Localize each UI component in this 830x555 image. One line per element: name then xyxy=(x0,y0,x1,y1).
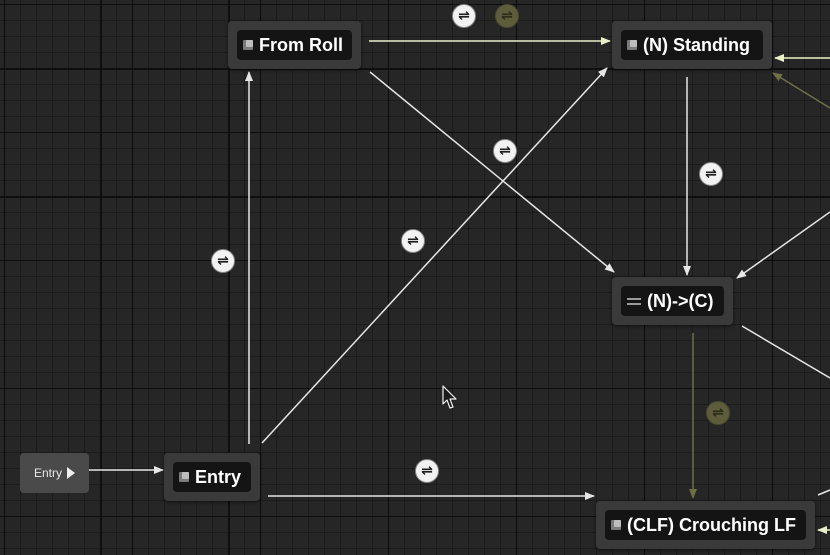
entry-pin-arrow-icon xyxy=(67,467,75,479)
state-icon xyxy=(627,40,637,50)
transition-rule-icon[interactable]: ⇌ xyxy=(415,459,439,483)
transition-rule-icon[interactable]: ⇌ xyxy=(706,401,730,425)
mouse-cursor-icon xyxy=(442,385,457,409)
state-node-label: (N)->(C) xyxy=(647,290,714,311)
state-icon xyxy=(179,472,189,482)
state-node-label: (N) Standing xyxy=(643,34,750,55)
entry-pin[interactable]: Entry xyxy=(20,453,89,493)
conduit-node-n-to-c[interactable]: (N)->(C) xyxy=(612,277,733,325)
state-node-clf-crouching[interactable]: (CLF) Crouching LF xyxy=(596,501,815,549)
state-node-entry[interactable]: Entry xyxy=(164,453,260,501)
transition-rule-icon[interactable]: ⇌ xyxy=(211,249,235,273)
state-node-label: From Roll xyxy=(259,34,343,55)
wire-crouching-to-right xyxy=(817,489,830,496)
transition-rule-icon[interactable]: ⇌ xyxy=(495,4,519,28)
wire-right-olive-to-standing xyxy=(772,72,830,109)
state-node-from-roll[interactable]: From Roll xyxy=(228,21,361,69)
transition-rule-icon[interactable]: ⇌ xyxy=(452,4,476,28)
wire-n-to-c-to-right xyxy=(741,325,830,379)
transition-rule-icon[interactable]: ⇌ xyxy=(401,229,425,253)
conduit-icon xyxy=(627,296,641,306)
transition-rule-icon[interactable]: ⇌ xyxy=(493,139,517,163)
transition-rule-icon[interactable]: ⇌ xyxy=(699,162,723,186)
state-icon xyxy=(243,40,253,50)
state-node-n-standing[interactable]: (N) Standing xyxy=(612,21,772,69)
entry-pin-label: Entry xyxy=(33,466,62,480)
wire-entry-to-standing xyxy=(261,67,608,444)
wire-fromroll-to-n-to-c xyxy=(369,71,615,273)
wire-right-to-n-to-c xyxy=(736,211,830,279)
state-icon xyxy=(611,520,621,530)
state-node-label: Entry xyxy=(195,466,242,487)
state-node-label: (CLF) Crouching LF xyxy=(627,514,796,535)
